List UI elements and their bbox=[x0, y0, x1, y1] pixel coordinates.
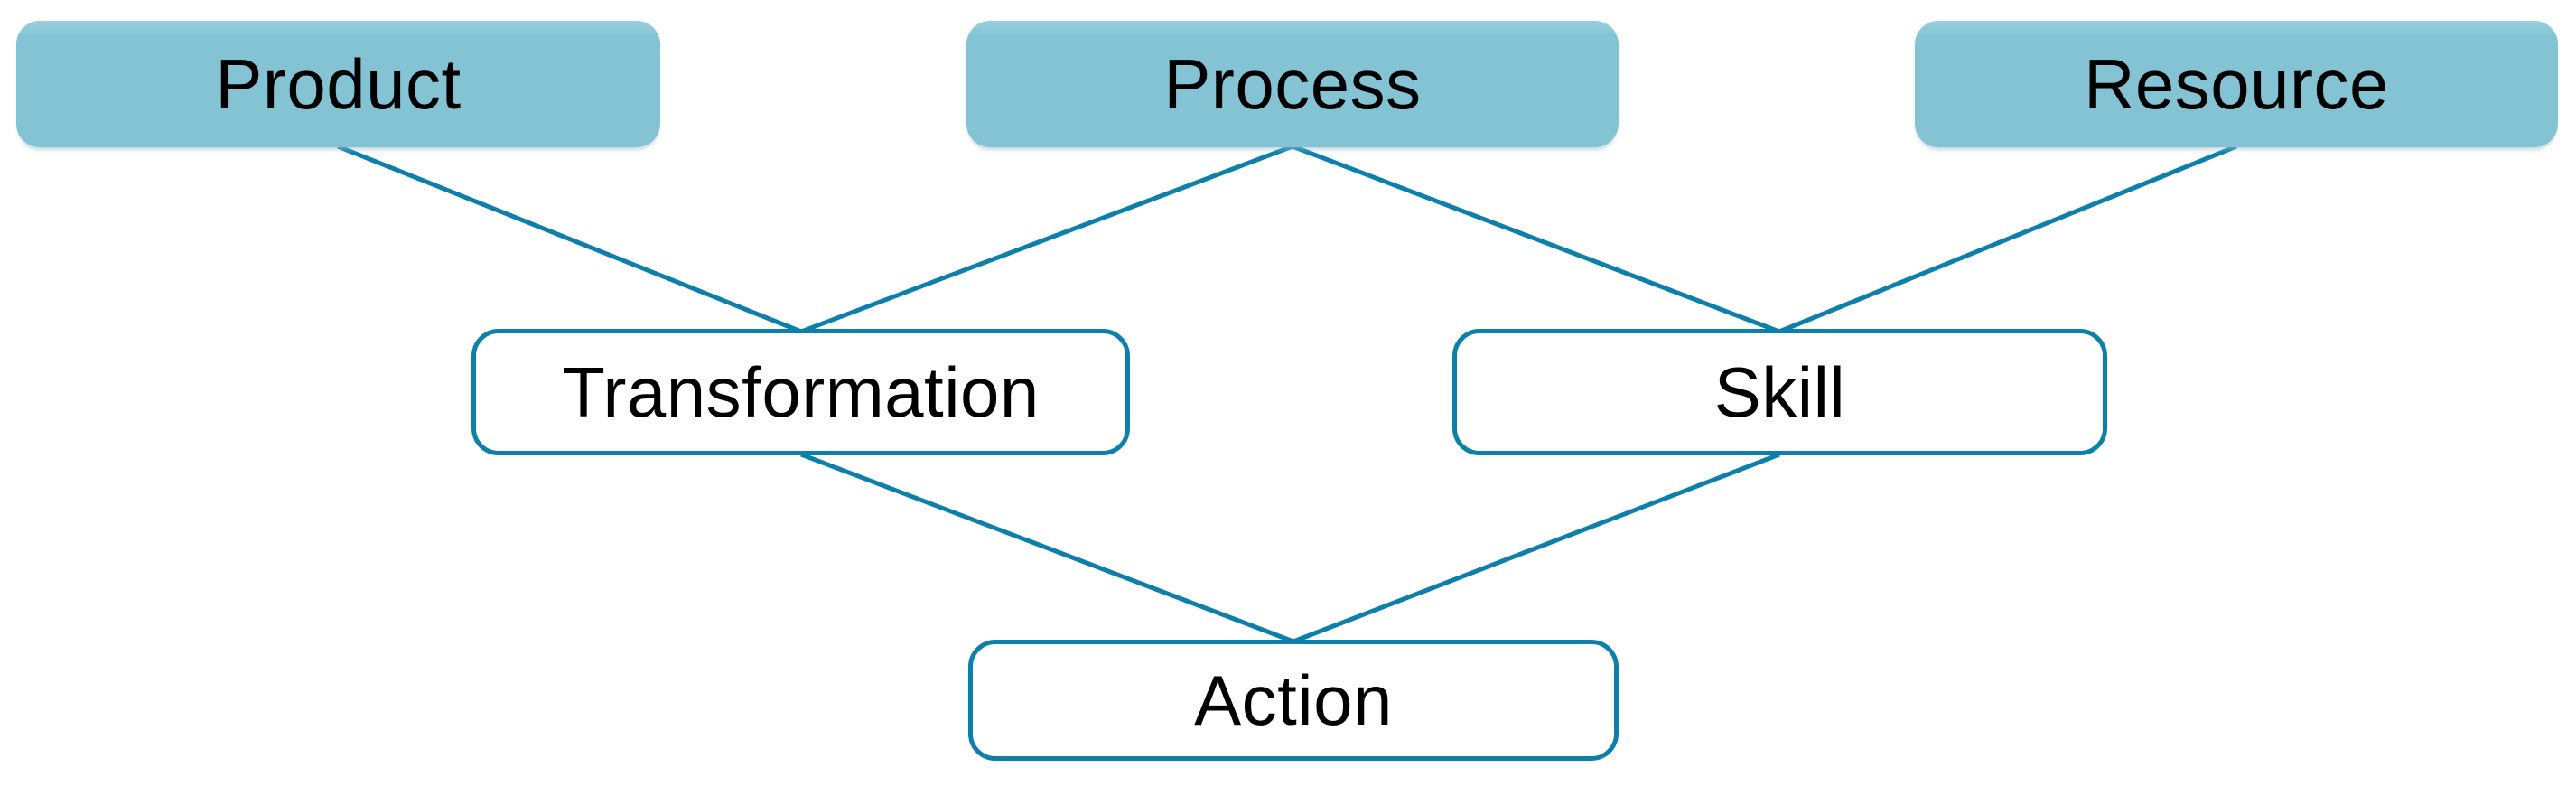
edge-product-transformation bbox=[337, 144, 802, 334]
node-skill-label: Skill bbox=[1713, 351, 1846, 432]
node-resource-label: Resource bbox=[2084, 43, 2389, 124]
node-transformation-label: Transformation bbox=[562, 351, 1040, 432]
node-product: Product bbox=[16, 21, 660, 147]
node-skill: Skill bbox=[1452, 329, 2107, 455]
node-resource: Resource bbox=[1915, 21, 2558, 147]
node-transformation: Transformation bbox=[471, 329, 1130, 455]
node-action-label: Action bbox=[1194, 660, 1393, 740]
node-process-label: Process bbox=[1163, 43, 1422, 124]
edge-process-skill bbox=[1292, 144, 1780, 334]
node-product-label: Product bbox=[215, 43, 462, 124]
edge-resource-skill bbox=[1778, 144, 2237, 334]
edge-process-transformation bbox=[800, 144, 1293, 334]
edge-skill-action bbox=[1293, 452, 1780, 644]
node-action: Action bbox=[968, 640, 1619, 761]
edge-transformation-action bbox=[800, 452, 1294, 644]
node-process: Process bbox=[966, 21, 1619, 147]
